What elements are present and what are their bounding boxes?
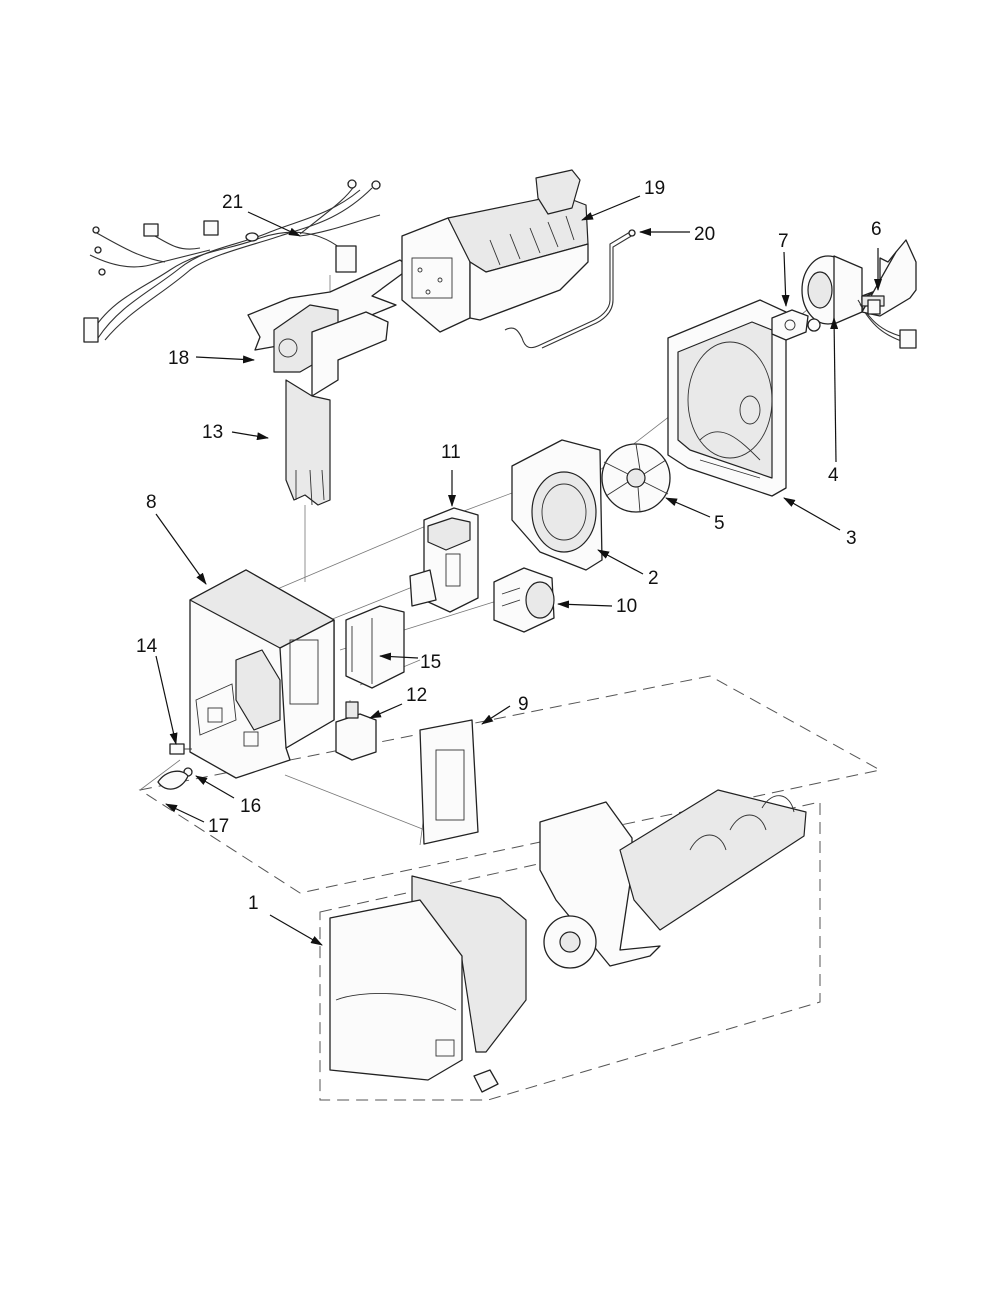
callout-19: 19 — [644, 178, 665, 199]
callout-8: 8 — [146, 492, 157, 513]
part-7-grommet[interactable] — [771, 309, 821, 341]
callout-3: 3 — [846, 528, 857, 549]
part-11-housing[interactable] — [409, 507, 479, 613]
callout-1: 1 — [248, 893, 259, 914]
callout-13: 13 — [202, 422, 223, 443]
part-2-fan-shroud[interactable] — [511, 439, 603, 571]
callout-12: 12 — [406, 685, 427, 706]
callout-2: 2 — [648, 568, 659, 589]
part-12-solenoid[interactable] — [335, 701, 377, 761]
part-17-clip[interactable] — [157, 770, 189, 790]
callout-18: 18 — [168, 348, 189, 369]
callout-20: 20 — [694, 224, 715, 245]
part-9-bezel[interactable] — [419, 719, 479, 845]
callout-4: 4 — [828, 465, 839, 486]
part-6-motor-bracket[interactable] — [861, 239, 917, 317]
part-10-auger-motor[interactable] — [493, 567, 555, 633]
callout-14: 14 — [136, 636, 158, 657]
part-20-arm-wire[interactable] — [504, 229, 636, 349]
callout-17: 17 — [208, 816, 229, 837]
part-19-ice-maker[interactable] — [401, 169, 589, 333]
callout-labels: 1 2 3 4 5 6 7 8 9 10 11 12 13 14 15 16 1… — [136, 178, 882, 914]
part-13-duct[interactable] — [273, 304, 389, 506]
callout-6: 6 — [871, 219, 882, 240]
part-8-dispenser-body[interactable] — [189, 569, 335, 779]
part-4-fan-motor[interactable] — [801, 255, 917, 349]
part-15-bracket[interactable] — [345, 605, 405, 689]
leader-lines — [155, 195, 882, 946]
callout-10: 10 — [616, 596, 637, 617]
callout-21: 21 — [222, 192, 243, 213]
callout-11: 11 — [441, 442, 461, 463]
callout-9: 9 — [518, 694, 529, 715]
part-3-fan-housing[interactable] — [667, 299, 787, 497]
part-21-wire-harness[interactable] — [83, 179, 381, 343]
callout-5: 5 — [714, 513, 725, 534]
part-1-ice-bucket-assembly[interactable] — [329, 789, 807, 1093]
part-5-fan-blade[interactable] — [601, 443, 671, 513]
callout-15: 15 — [420, 652, 441, 673]
callout-7: 7 — [778, 231, 789, 252]
part-14-screw[interactable] — [169, 743, 192, 755]
callout-16: 16 — [240, 796, 261, 817]
